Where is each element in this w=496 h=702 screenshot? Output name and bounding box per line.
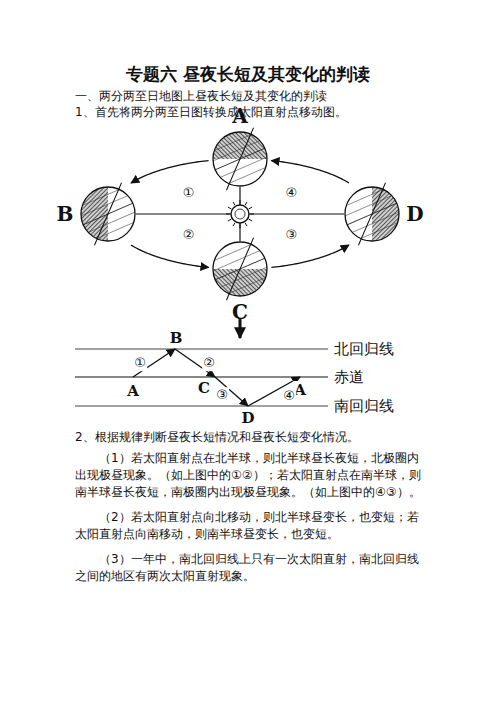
globe-shape xyxy=(344,186,400,242)
node-letter: D xyxy=(406,202,423,226)
callout-number: ② xyxy=(202,355,216,371)
globe-shape xyxy=(212,131,268,187)
path-arrow xyxy=(133,349,175,377)
paragraph: （3）一年中，南北回归线上只有一次太阳直射，南北回归线之间的地区有两次太阳直射现… xyxy=(75,551,423,585)
sun-symbol xyxy=(226,200,254,228)
node-letter: A xyxy=(232,104,248,128)
line-name: 赤道 xyxy=(334,368,364,386)
earth-globe: B xyxy=(80,186,136,242)
tropic-line xyxy=(75,349,328,350)
globe-shape xyxy=(80,186,136,242)
point-letter: A xyxy=(126,382,140,400)
globe-shape xyxy=(212,241,268,297)
callout-number: ② xyxy=(182,228,196,244)
sun-ray xyxy=(233,202,235,205)
sun-ray xyxy=(249,219,252,221)
orbit-arrow xyxy=(271,161,349,183)
sun-ray xyxy=(250,214,254,215)
sun-ray xyxy=(228,219,231,221)
sun-ray xyxy=(240,224,241,228)
step-text: 2、根据规律判断昼夜长短情况和昼夜长短变化情况。 xyxy=(75,430,359,444)
paragraph: （2）若太阳直射点向北移动，则北半球昼变长，也变短；若太阳直射点向南移动，则南半… xyxy=(75,509,423,543)
sun-ray xyxy=(245,202,247,205)
sun-ray xyxy=(245,223,247,226)
sun-ray xyxy=(228,207,231,209)
earth-globe: A xyxy=(212,131,268,187)
sun-ray xyxy=(249,207,252,209)
callout-number: ④ xyxy=(282,388,296,404)
point-letter: D xyxy=(240,409,255,427)
callout-number: ④ xyxy=(285,185,299,201)
tropic-line xyxy=(75,406,328,407)
orbit-arrow xyxy=(271,245,349,267)
path-arrow xyxy=(215,377,248,406)
callout-number: ① xyxy=(133,355,147,371)
point-letter: C xyxy=(197,379,211,397)
line-name: 南回归线 xyxy=(334,397,394,415)
node-letter: C xyxy=(232,300,248,324)
sun-ray xyxy=(226,214,230,215)
orbit-arrow xyxy=(131,161,209,183)
equator-line xyxy=(75,376,328,377)
callout-number: ① xyxy=(182,185,196,201)
page-title: 专题六 昼夜长短及其变化的判读 xyxy=(0,64,496,84)
step-text: 1、首先将两分两至日图转换成太阳直射点移动图。 xyxy=(75,105,347,119)
callout-number: ③ xyxy=(215,387,229,403)
node-letter: B xyxy=(57,202,74,226)
path-arrow xyxy=(175,349,215,377)
paragraph: （1）若太阳直射点在北半球，则北半球昼长夜短，北极圈内出现极昼现象。（如上图中的… xyxy=(75,450,423,501)
line-name: 北回归线 xyxy=(334,340,394,358)
earth-globe: C xyxy=(212,241,268,297)
orbit-arrow xyxy=(131,245,209,267)
sun-ray xyxy=(240,200,241,204)
earth-globe: D xyxy=(344,186,400,242)
point-letter: B xyxy=(169,329,184,347)
sun-ray xyxy=(233,223,235,226)
section-heading: 一、两分两至日地图上昼夜长短及其变化的判读 xyxy=(75,89,327,103)
callout-number: ③ xyxy=(285,228,299,244)
